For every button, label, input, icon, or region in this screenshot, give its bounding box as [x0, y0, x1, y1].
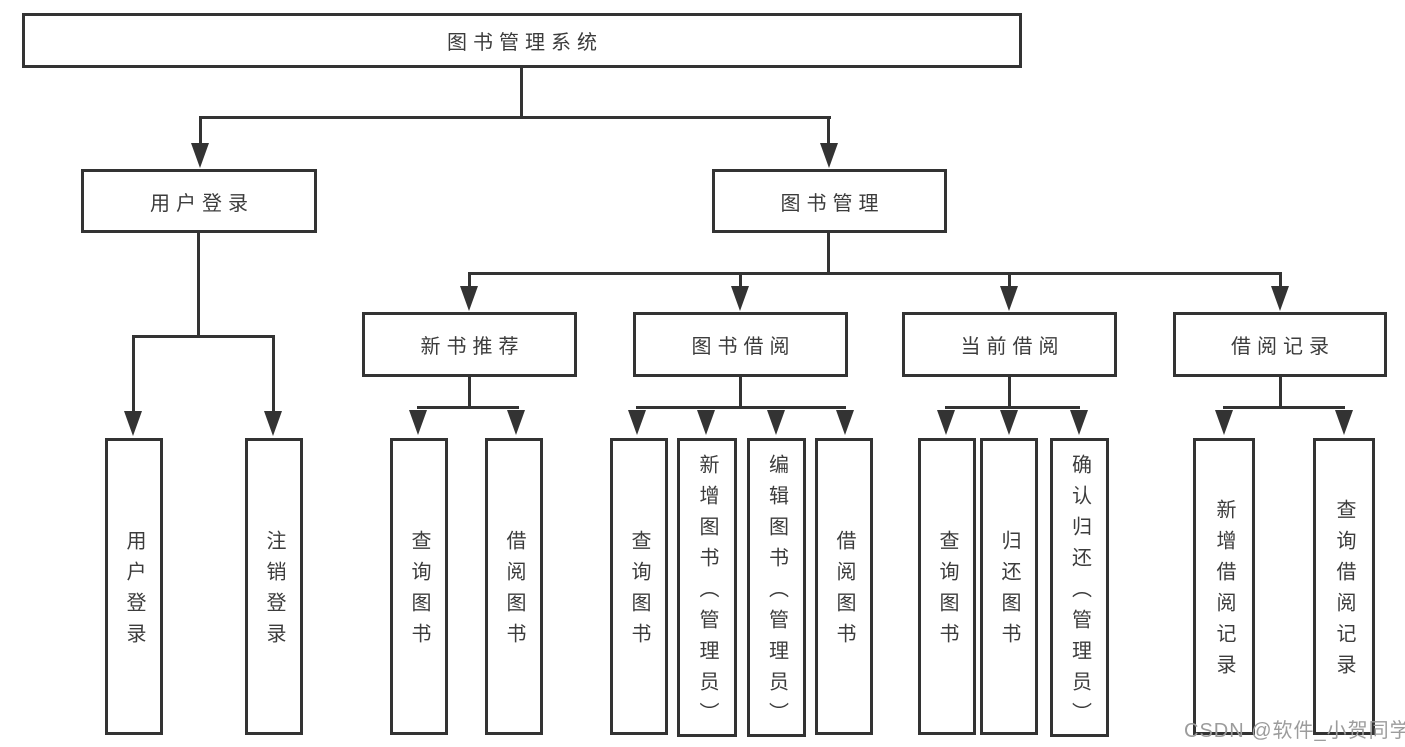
node-user-login-label: 用户登录 [150, 192, 254, 215]
node-borrowing-records-label: 借阅记录 [1231, 336, 1335, 358]
arrowhead-icon [124, 411, 142, 436]
leaf-user-login-label: 用户登录 [123, 530, 145, 654]
connector-line [272, 335, 275, 412]
leaf-query-borrow-record: 查询借阅记录 [1313, 438, 1375, 735]
connector-line [739, 377, 742, 409]
leaf-return-books-label: 归还图书 [998, 530, 1020, 654]
node-book-borrowing: 图书借阅 [633, 312, 848, 377]
leaf-add-book-admin: 新增图书（管理员） [677, 438, 737, 737]
arrowhead-icon [628, 410, 646, 435]
node-borrowing-records: 借阅记录 [1173, 312, 1387, 377]
leaf-add-borrow-record-label: 新增借阅记录 [1213, 499, 1235, 685]
leaf-query-books-borrowing: 查询图书 [610, 438, 668, 735]
node-new-book-recommend-label: 新书推荐 [420, 336, 525, 358]
leaf-query-books-recommend-label: 查询图书 [408, 530, 430, 654]
node-root: 图书管理系统 [22, 13, 1022, 68]
leaf-logout-label: 注销登录 [263, 530, 285, 654]
arrowhead-icon [460, 286, 478, 311]
connector-line [739, 272, 742, 288]
connector-line [132, 335, 135, 412]
node-current-borrowing: 当前借阅 [902, 312, 1117, 377]
connector-line [197, 233, 200, 338]
arrowhead-icon [731, 286, 749, 311]
leaf-edit-book-admin-label: 编辑图书（管理员） [765, 453, 788, 733]
connector-line [1279, 272, 1282, 288]
arrowhead-icon [409, 410, 427, 435]
connector-line [520, 68, 523, 118]
arrowhead-icon [1335, 410, 1353, 435]
connector-line [1008, 377, 1011, 409]
leaf-query-borrow-record-label: 查询借阅记录 [1333, 499, 1355, 685]
leaf-logout: 注销登录 [245, 438, 303, 735]
connector-line [1008, 272, 1011, 288]
leaf-confirm-return-admin: 确认归还（管理员） [1050, 438, 1109, 737]
node-user-login: 用户登录 [81, 169, 317, 233]
leaf-query-books-borrowing-label: 查询图书 [628, 530, 650, 654]
arrowhead-icon [264, 411, 282, 436]
connector-line [199, 116, 831, 119]
leaf-add-borrow-record: 新增借阅记录 [1193, 438, 1255, 735]
leaf-user-login: 用户登录 [105, 438, 163, 735]
leaf-query-books-current: 查询图书 [918, 438, 976, 735]
arrowhead-icon [191, 143, 209, 168]
connector-line [1279, 377, 1282, 409]
leaf-borrow-books-label: 借阅图书 [833, 530, 855, 654]
leaf-borrow-books-recommend: 借阅图书 [485, 438, 543, 735]
connector-line [827, 116, 830, 146]
leaf-borrow-books: 借阅图书 [815, 438, 873, 735]
leaf-confirm-return-admin-label: 确认归还（管理员） [1068, 453, 1091, 733]
arrowhead-icon [1000, 286, 1018, 311]
connector-line [827, 233, 830, 274]
arrowhead-icon [1070, 410, 1088, 435]
arrowhead-icon [1271, 286, 1289, 311]
connector-line [468, 272, 471, 288]
leaf-query-books-current-label: 查询图书 [936, 530, 958, 654]
connector-line [417, 406, 519, 409]
connector-line [468, 377, 471, 409]
connector-line [199, 116, 202, 146]
arrowhead-icon [1215, 410, 1233, 435]
node-root-label: 图书管理系统 [447, 32, 603, 54]
arrowhead-icon [937, 410, 955, 435]
node-book-management: 图书管理 [712, 169, 947, 233]
csdn-watermark: CSDN @软件_小贺同学 [1184, 720, 1405, 742]
node-book-borrowing-label: 图书借阅 [691, 336, 796, 358]
arrowhead-icon [836, 410, 854, 435]
connector-line [132, 335, 275, 338]
arrowhead-icon [697, 410, 715, 435]
leaf-return-books: 归还图书 [980, 438, 1038, 735]
connector-line [636, 406, 846, 409]
connector-line [1223, 406, 1345, 409]
connector-line [945, 406, 1080, 409]
arrowhead-icon [507, 410, 525, 435]
node-current-borrowing-label: 当前借阅 [960, 336, 1065, 358]
arrowhead-icon [767, 410, 785, 435]
connector-line [468, 272, 1282, 275]
arrowhead-icon [1000, 410, 1018, 435]
leaf-borrow-books-recommend-label: 借阅图书 [503, 530, 525, 654]
leaf-query-books-recommend: 查询图书 [390, 438, 448, 735]
node-new-book-recommend: 新书推荐 [362, 312, 577, 377]
arrowhead-icon [820, 143, 838, 168]
leaf-edit-book-admin: 编辑图书（管理员） [747, 438, 806, 737]
leaf-add-book-admin-label: 新增图书（管理员） [696, 453, 718, 733]
node-book-management-label: 图书管理 [780, 192, 885, 215]
